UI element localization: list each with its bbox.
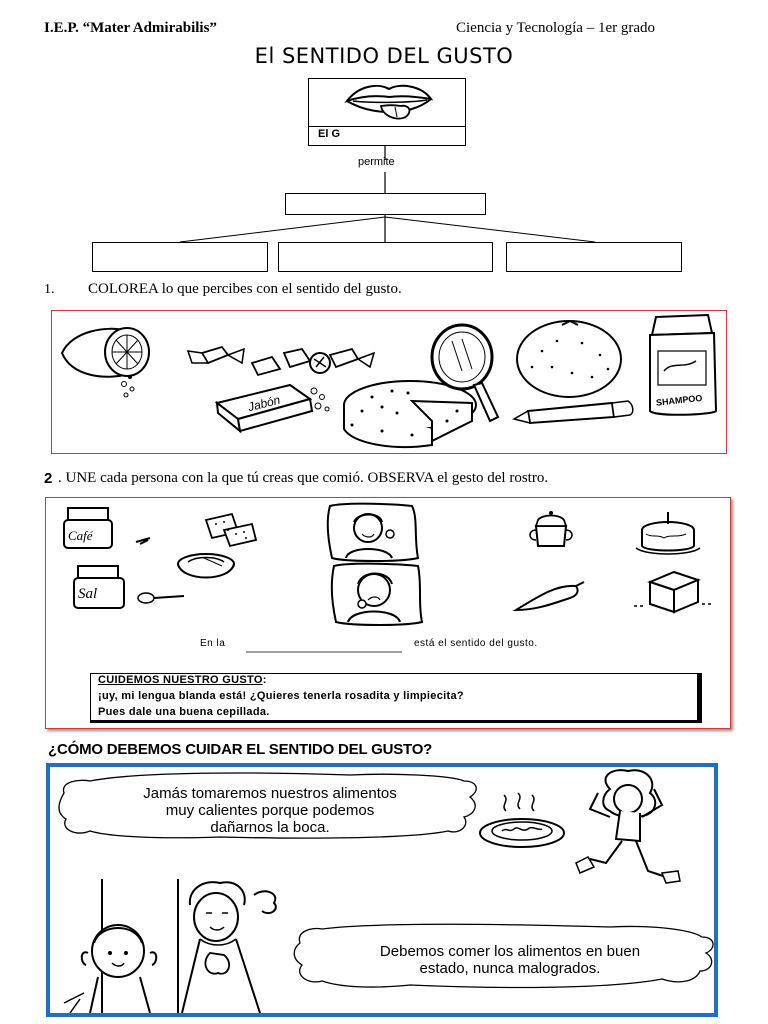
section-heading: ¿CÓMO DEBEMOS CUIDAR EL SENTIDO DEL GUST… bbox=[48, 741, 433, 758]
exercise-1-frame: Jabón bbox=[51, 310, 727, 454]
bowl-icon bbox=[177, 553, 235, 579]
candy-icon bbox=[186, 345, 376, 377]
mother-icon bbox=[181, 881, 277, 1013]
soap-icon: Jabón bbox=[214, 383, 330, 434]
exercise-1-number: 1. bbox=[44, 282, 55, 297]
butter-block-icon bbox=[634, 570, 714, 614]
school-name: I.E.P. “Mater Admirabilis” bbox=[44, 20, 217, 36]
orange-icon bbox=[516, 319, 622, 398]
pencil-icon bbox=[512, 400, 634, 425]
lemon-icon bbox=[60, 327, 150, 398]
speech-cloud-2 bbox=[293, 923, 714, 989]
mirror-icon bbox=[430, 323, 500, 423]
sugar-bowl-icon bbox=[529, 511, 573, 547]
svg-text:SHAMPOO: SHAMPOO bbox=[656, 393, 703, 408]
page-title: El SENTIDO DEL GUSTO bbox=[254, 44, 514, 68]
course-name: Ciencia y Tecnología – 1er grado bbox=[456, 20, 656, 36]
crackers-icon bbox=[204, 512, 258, 548]
section-frame: Jamás tomaremos nuestros alimentos muy c… bbox=[46, 763, 718, 1017]
answer-box-1[interactable] bbox=[92, 242, 268, 272]
cake-icon bbox=[635, 512, 701, 555]
little-girl-icon bbox=[63, 924, 158, 1013]
mouth-icon bbox=[344, 84, 434, 120]
boy-face-happy-icon bbox=[326, 502, 420, 562]
section-drawings bbox=[58, 769, 714, 1013]
care-box-line-1: ¡uy, mi lengua blanda está! ¿Quieres ten… bbox=[98, 690, 464, 702]
blank-prefix: En la bbox=[200, 638, 226, 649]
coffee-jar-icon: Café bbox=[63, 507, 151, 549]
mouth-picture-box bbox=[308, 78, 466, 146]
connector-text: permite bbox=[358, 156, 395, 168]
exercise-2-number: 2 bbox=[44, 470, 53, 487]
answer-box-2[interactable] bbox=[278, 242, 493, 272]
soup-plate-icon bbox=[479, 792, 565, 848]
shampoo-icon: SHAMPOO bbox=[649, 313, 718, 416]
speech-cloud-1 bbox=[58, 772, 477, 839]
exercise-1-instruction: COLOREA lo que percibes con el sentido d… bbox=[88, 281, 402, 297]
care-box-title: CUIDEMOS NUESTRO GUSTO: bbox=[98, 674, 267, 686]
concept-label-bar bbox=[308, 126, 466, 146]
care-box-line-2: Pues dale una buena cepillada. bbox=[98, 706, 270, 718]
care-box bbox=[90, 673, 702, 723]
concept-label: El G bbox=[318, 128, 341, 140]
answer-box-main[interactable] bbox=[285, 193, 486, 215]
boy-face-disgust-icon bbox=[330, 562, 424, 626]
girl-running-icon bbox=[575, 769, 681, 884]
exercise-2-instruction: . UNE cada persona con la que tú creas q… bbox=[58, 470, 549, 486]
cheese-icon bbox=[343, 380, 477, 448]
answer-box-3[interactable] bbox=[506, 242, 682, 272]
svg-text:Café: Café bbox=[68, 528, 94, 543]
exercise-2-drawings: Café Sal bbox=[63, 502, 714, 653]
concept-map-lines bbox=[179, 146, 596, 243]
svg-text:Sal: Sal bbox=[78, 586, 97, 602]
cloud-2-text: Debemos comer los alimentos en buen esta… bbox=[379, 943, 641, 977]
salt-jar-icon: Sal bbox=[73, 565, 185, 609]
chili-pepper-icon bbox=[512, 581, 585, 612]
exercise-1-drawings: Jabón bbox=[60, 313, 718, 448]
exercise-2-frame: Café Sal bbox=[45, 497, 731, 729]
blank-suffix: está el sentido del gusto. bbox=[414, 638, 538, 649]
cloud-1-text: Jamás tomaremos nuestros alimentos muy c… bbox=[143, 785, 397, 836]
